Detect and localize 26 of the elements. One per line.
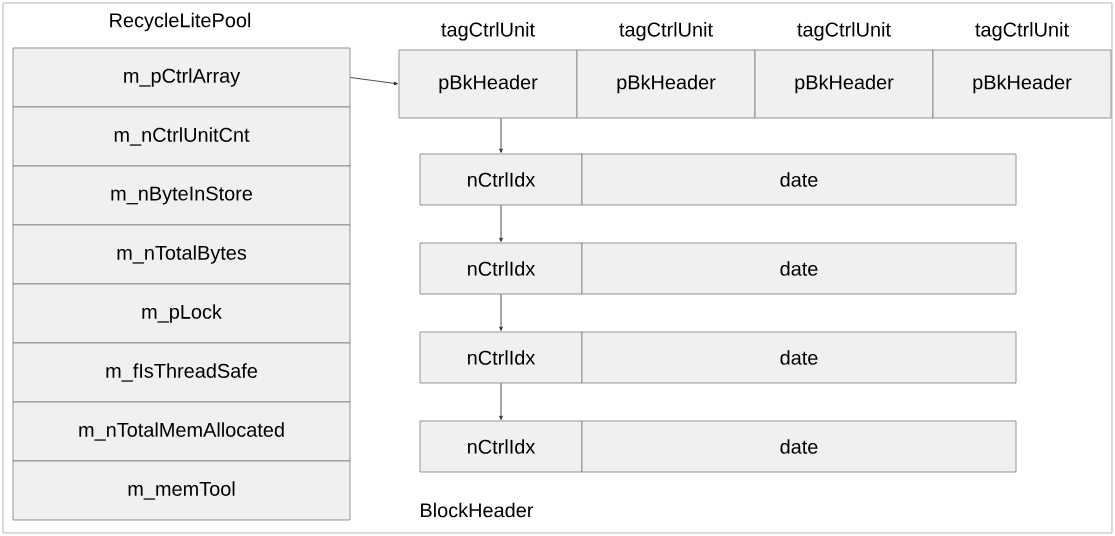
field-box: m_nTotalMemAllocated (12, 401, 351, 462)
arrow (499, 294, 503, 331)
arrow (499, 118, 503, 153)
field-box: nCtrlIdx (419, 242, 583, 295)
struct-name: tagCtrlUnit (975, 22, 1069, 41)
field-box: nCtrlIdx (419, 153, 583, 206)
arrow (350, 77, 398, 86)
field-box: m_nTotalBytes (12, 224, 351, 285)
field-box: m_nByteInStore (12, 165, 351, 226)
field-box: pBkHeader (932, 49, 1112, 119)
struct-name: tagCtrlUnit (797, 22, 891, 41)
field-box: m_memTool (12, 460, 351, 521)
arrow (499, 205, 503, 242)
field-box: m_pLock (12, 283, 351, 344)
struct-name: tagCtrlUnit (619, 22, 713, 41)
field-box: pBkHeader (754, 49, 934, 119)
field-box: nCtrlIdx (419, 331, 583, 384)
field-box: pBkHeader (576, 49, 756, 119)
structure-title: BlockHeader (421, 502, 534, 518)
field-box: m_pCtrlArray (12, 47, 351, 108)
field-box: nCtrlIdx (419, 420, 583, 473)
field-box: m_fIsThreadSafe (12, 342, 351, 403)
struct-name: tagCtrlUnit (441, 22, 535, 41)
field-box: pBkHeader (398, 49, 578, 119)
field-box: m_nCtrlUnitCnt (12, 106, 351, 167)
arrow (499, 383, 503, 420)
